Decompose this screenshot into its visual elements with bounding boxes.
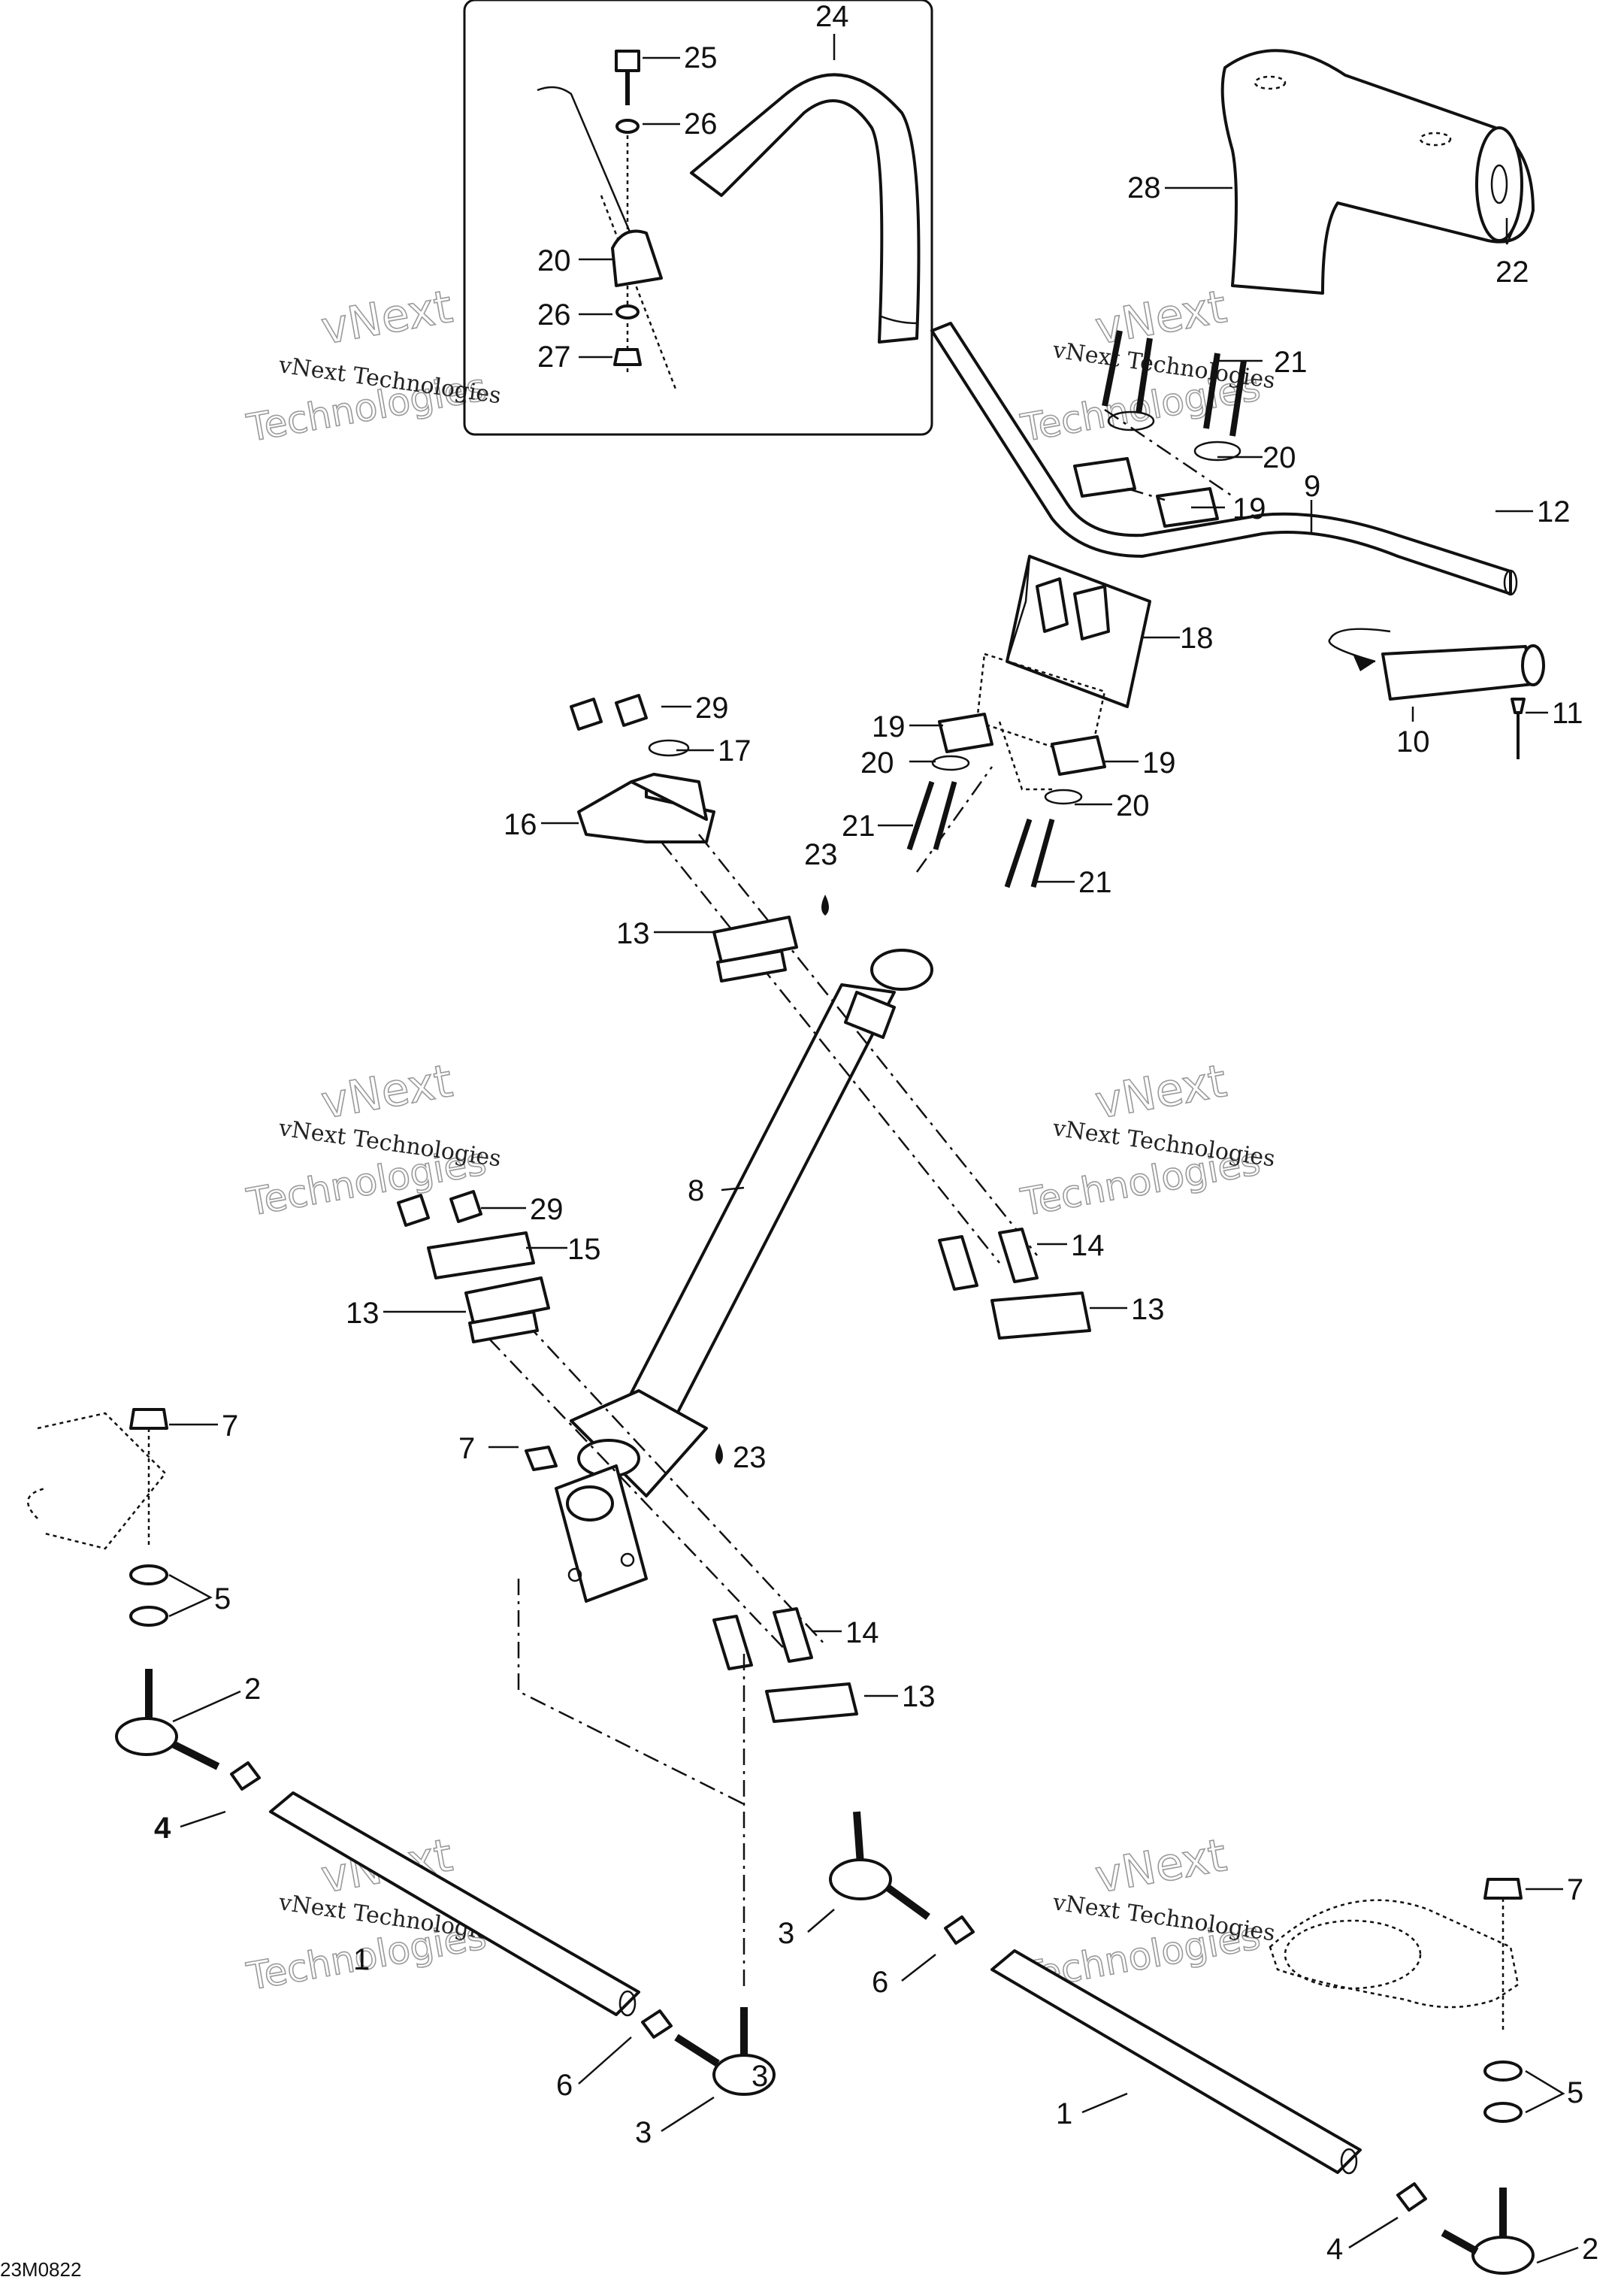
watermark-vnext: vNext [1091,1055,1230,1129]
callout-label: 22 [1495,256,1529,289]
watermark-vnext: vNext [317,280,456,355]
callout-label: 3 [778,1917,794,1950]
callout-label: 13 [616,917,650,950]
upper-support [570,694,715,843]
callout-label: 10 [1396,725,1430,758]
callout-label: 3 [752,2060,768,2093]
callout-label: 21 [1274,346,1308,379]
callout-label: 29 [530,1193,564,1226]
bolt-group-21-top [1102,330,1247,498]
bolt-25 [615,50,640,72]
callout-label: 20 [860,746,894,780]
callout-label: 4 [154,1812,171,1845]
callout-label: 7 [1567,1873,1583,1906]
callout-label: 13 [346,1297,380,1330]
callout-labels: 25 26 24 20 26 27 28 22 21 20 19 9 12 18… [154,0,1598,2266]
callout-label: 4 [1326,2233,1343,2266]
callout-label: 18 [1180,622,1214,655]
callout-label: 6 [556,2069,573,2102]
grease-drop-icons [715,895,829,1464]
callout-label: 28 [1127,171,1161,204]
diagram-code: 23M0822 [0,2258,81,2280]
inset-handlebar-left [537,86,648,271]
callout-label: 13 [902,1680,936,1713]
callout-label: 25 [684,41,718,74]
callout-label: 2 [1582,2233,1598,2266]
callout-label: 19 [872,710,906,743]
callout-label: 9 [1304,470,1320,503]
tie-rods [269,1791,1362,2175]
callout-label: 26 [537,298,571,332]
callout-label: 27 [537,341,571,374]
callout-label: 15 [567,1233,601,1266]
callout-label: 24 [815,0,849,33]
callout-label: 21 [1078,866,1112,899]
callout-label: 16 [504,808,537,841]
nut-27 [613,348,642,366]
callout-label: 13 [1131,1293,1165,1326]
handlebar [930,322,1518,596]
callout-label: 19 [1142,746,1176,780]
steering-column [570,766,993,1497]
bushings-14 [712,1228,1039,1670]
callout-label: 7 [222,1409,238,1443]
grease-drop-icon [715,1443,723,1464]
grease-drop-icon [821,895,829,916]
inset-detail [463,0,933,436]
handlebar-pad [1220,49,1535,295]
callout-label: 14 [845,1616,879,1649]
callout-label: 12 [1537,495,1571,528]
callout-label: 26 [684,107,718,141]
leader-lines [168,34,1579,2264]
callout-label: 17 [718,734,752,768]
grip [1328,628,1545,759]
washer-26 [615,119,640,134]
callout-label: 1 [1056,2097,1072,2130]
callout-label: 20 [1263,441,1296,474]
callout-label: 14 [1071,1229,1105,1262]
callout-label: 20 [1116,789,1150,822]
callout-label: 23 [733,1441,767,1474]
rod-ends-3 [517,1579,975,2096]
frame-bracket-right [1269,1878,1535,2275]
callout-label: 3 [635,2116,652,2149]
lower-clamp-hardware [906,713,1106,889]
callout-label: 20 [537,244,571,277]
callout-label: 5 [214,1582,231,1615]
callout-label: 23 [804,838,838,871]
callout-label: 29 [695,692,729,725]
hoop-bar [690,73,921,344]
watermark-vnext: vNext [1091,1829,1230,1903]
callout-label: 21 [842,810,876,843]
watermark-vnext: vNext [317,1055,456,1129]
callout-label: 19 [1232,492,1266,525]
callout-label: 2 [244,1673,261,1706]
gusset-plate [555,1464,648,1603]
clamps-13 [464,916,1091,1723]
callout-label: 8 [688,1174,704,1207]
dashed-tie-tube [488,834,1038,1655]
plate-15 [397,1190,535,1279]
washer-26 [615,304,640,319]
callout-label: 5 [1567,2076,1583,2109]
callout-label: 1 [353,1943,370,1976]
frame-bracket-left [26,1408,261,1791]
callout-label: 11 [1552,697,1583,730]
stem-bracket [975,555,1151,791]
nut-7-center [525,1446,558,1471]
callout-label: 6 [872,1966,888,1999]
clamp-20 [611,229,663,287]
clamps-19-top [1073,457,1219,528]
watermark-vnext: vNext [1091,280,1230,355]
callout-label: 7 [458,1432,475,1465]
